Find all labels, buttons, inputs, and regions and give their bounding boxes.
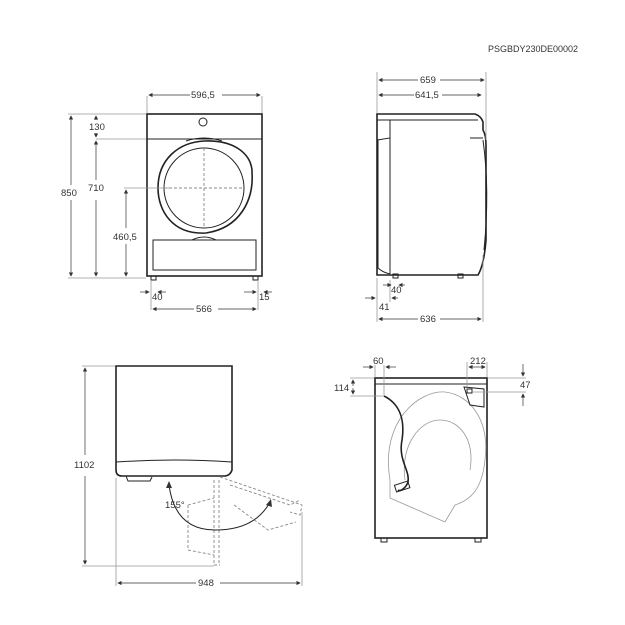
dim-cable-left: 60 <box>373 356 384 367</box>
dim-height-total: 850 <box>61 188 77 199</box>
drain-outlet-box <box>463 386 485 408</box>
rear-body-outline <box>374 377 488 539</box>
dim-height-door-open: 1102 <box>74 460 94 471</box>
document-code: PSGBDY230DE00002 <box>488 44 578 54</box>
door-open-edge <box>213 480 220 566</box>
front-body-outline <box>146 113 263 277</box>
rear-vent <box>376 120 391 141</box>
door-outer <box>157 140 253 234</box>
dim-cable-top: 114 <box>334 383 349 394</box>
rear-view: 60 114 212 47 <box>334 356 531 543</box>
plinth <box>152 239 257 271</box>
rear-panel <box>377 140 391 275</box>
power-cable <box>383 395 409 492</box>
door-top-arc <box>185 137 223 142</box>
dim-depth-total: 659 <box>420 75 436 86</box>
door-profile <box>482 139 488 251</box>
power-plug <box>393 480 411 493</box>
hinge-block <box>125 475 153 482</box>
angle-arc <box>168 484 271 531</box>
dim-right-foot: 15 <box>259 292 270 303</box>
rear-foot-left <box>380 537 388 543</box>
rear-foot-right <box>474 537 482 543</box>
drain-outlet <box>466 388 473 394</box>
top-view-door-open: 155° 1102 948 <box>74 365 303 589</box>
side-view: 659 641,5 40 41 636 <box>365 72 488 325</box>
filter-handle <box>191 236 217 241</box>
top-body-outline <box>115 365 233 477</box>
dim-door-angle: 155° <box>165 500 185 511</box>
dim-body-height: 710 <box>88 183 104 194</box>
dim-width-total: 596,5 <box>191 90 215 101</box>
foot-right <box>252 275 259 281</box>
dim-drain-top: 47 <box>520 380 531 391</box>
program-knob <box>198 117 208 127</box>
door-open-top <box>219 476 303 516</box>
side-foot-rear <box>392 273 399 279</box>
side-body-outline <box>376 113 487 276</box>
dim-rear-offset: 41 <box>379 302 390 313</box>
dim-feet-span: 566 <box>196 304 212 315</box>
dim-top-panel: 130 <box>89 122 105 133</box>
dim-base-depth: 636 <box>420 314 436 325</box>
dim-drain-right: 212 <box>470 356 486 367</box>
foot-left <box>150 275 157 281</box>
door-hinge-line <box>115 459 233 463</box>
dim-left-foot: 40 <box>152 292 163 303</box>
dim-depth-door-open: 948 <box>198 578 214 589</box>
dim-door-center: 460,5 <box>113 232 137 243</box>
dim-depth-body: 641,5 <box>415 90 439 101</box>
side-foot-front <box>457 273 464 279</box>
dim-side-foot: 40 <box>391 285 402 296</box>
front-view: 596,5 850 130 710 460,5 40 15 566 <box>61 90 272 315</box>
